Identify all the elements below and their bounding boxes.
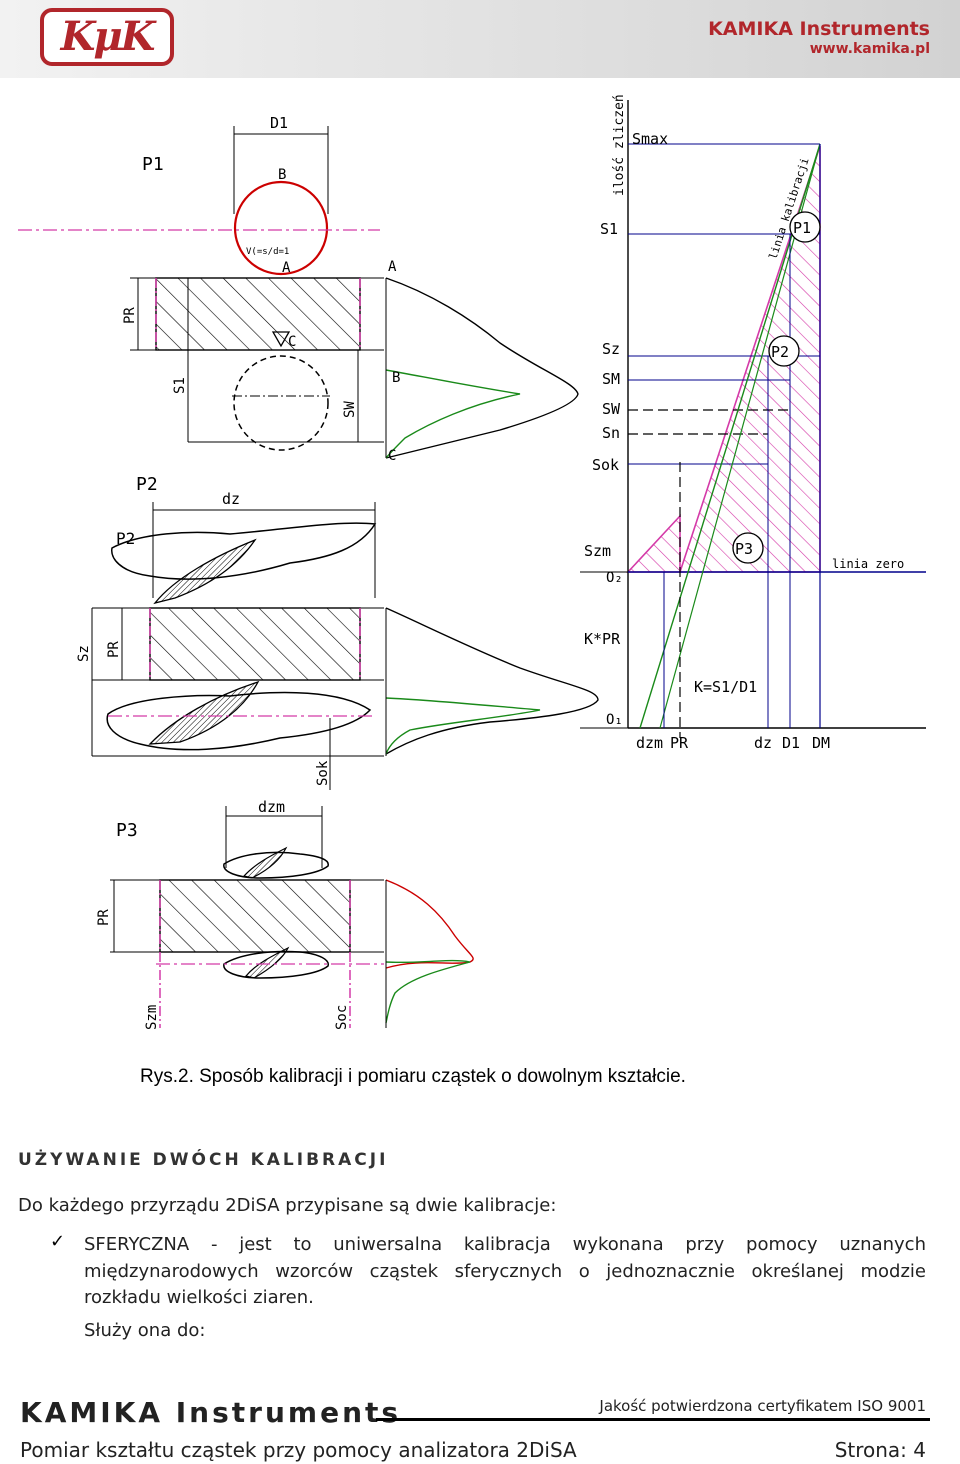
- graph-label-k: K=S1/D1: [694, 678, 757, 696]
- label-b: B: [392, 370, 400, 386]
- graph-x-pr: PR: [670, 734, 689, 752]
- label-p3: P3: [116, 820, 138, 841]
- label-c-circle: C: [288, 334, 296, 350]
- section-title: UŻYWANIE DWÓCH KALIBRACJI: [18, 1150, 389, 1170]
- label-szm: Szm: [144, 1005, 160, 1030]
- graph-label-szm: Szm: [584, 542, 611, 560]
- brand-block: KAMIKA Instruments www.kamika.pl: [708, 18, 930, 58]
- graph-label-kpr: K*PR: [584, 630, 621, 648]
- graph-label-sm: SM: [602, 370, 620, 388]
- label-ratio: V(=s/d=1: [246, 247, 289, 257]
- graph-label-s1: S1: [600, 220, 618, 238]
- label-b-top: B: [278, 167, 286, 183]
- footer-divider: [376, 1418, 930, 1421]
- serve-text: Służy ona do:: [84, 1320, 206, 1341]
- region-lower: [626, 513, 681, 573]
- label-d1: D1: [270, 114, 288, 132]
- graph-label-p2: P2: [771, 343, 789, 361]
- calibration-diagram: P1 D1 B V(=s/d=1 A C PR S1 SW A B C P: [18, 94, 926, 1030]
- graph-label-sw: SW: [602, 400, 621, 418]
- graph-label-o1: O₁: [606, 712, 623, 728]
- check-icon: ✓: [50, 1231, 66, 1252]
- panel-p2: P2 dz P2 Sz PR Sok: [76, 474, 599, 790]
- graph-x-dzm: dzm: [636, 734, 663, 752]
- label-p2-particle: P2: [116, 529, 135, 548]
- graph-x-dz: dz: [754, 734, 772, 752]
- label-dzm: dzm: [258, 798, 285, 816]
- label-s1: S1: [172, 377, 188, 394]
- footer-doc-title: Pomiar kształtu cząstek przy pomocy anal…: [20, 1438, 577, 1462]
- panel-p3: P3 dzm PR Szm Soc: [96, 798, 474, 1030]
- label-sw: SW: [342, 401, 358, 418]
- laser-beam-p1: [155, 277, 361, 351]
- graph-x-dm: DM: [812, 734, 830, 752]
- figure-caption: Rys.2. Sposób kalibracji i pomiaru cząst…: [140, 1066, 686, 1087]
- particle-sphere: [233, 180, 329, 276]
- particle-outline-top: [111, 522, 377, 580]
- graph-label-zero: linia zero: [832, 557, 904, 571]
- label-pr-1: PR: [122, 307, 138, 324]
- graph-label-sok: Sok: [592, 456, 619, 474]
- laser-beam-p2: [149, 607, 361, 681]
- label-p1: P1: [142, 154, 164, 175]
- graph-label-sn: Sn: [602, 424, 620, 442]
- label-a-circle: A: [282, 260, 291, 276]
- kuk-logo: KμK: [40, 8, 174, 66]
- bullet-item-spherical: ✓ SFERYCZNA - jest to uniwersalna kalibr…: [50, 1231, 926, 1312]
- laser-beam-p3: [159, 879, 351, 953]
- label-pr-2: PR: [106, 641, 122, 658]
- page-header: KμK KAMIKA Instruments www.kamika.pl: [0, 0, 960, 78]
- label-pr-3: PR: [96, 909, 112, 926]
- graph-label-sz: Sz: [602, 340, 620, 358]
- graph-label-smax: Smax: [632, 130, 668, 148]
- label-soc: Soc: [334, 1005, 350, 1030]
- graph-label-p3: P3: [735, 540, 753, 558]
- footer-page-number: Strona: 4: [834, 1438, 926, 1462]
- label-p2: P2: [136, 474, 158, 495]
- label-c: C: [388, 448, 396, 464]
- brand-name: KAMIKA Instruments: [708, 18, 930, 40]
- graph-label-p1: P1: [793, 219, 811, 237]
- graph-x-d1: D1: [782, 734, 800, 752]
- footer-brand: KAMIKA Instruments: [20, 1396, 402, 1429]
- label-a: A: [388, 259, 397, 275]
- label-sok: Sok: [315, 760, 331, 786]
- label-sz: Sz: [76, 645, 92, 662]
- calibration-graph: ilość zliczeń Smax S1 linia kalibracji P…: [580, 94, 926, 752]
- intro-paragraph: Do każdego przyrządu 2DiSA przypisane są…: [18, 1195, 557, 1216]
- bullet-text: SFERYCZNA - jest to uniwersalna kalibrac…: [84, 1234, 926, 1308]
- brand-url[interactable]: www.kamika.pl: [809, 41, 930, 57]
- label-dz: dz: [222, 490, 240, 508]
- panel-p1: P1 D1 B V(=s/d=1 A C PR S1 SW A B C: [18, 114, 579, 464]
- footer-certificate: Jakość potwierdzona certyfikatem ISO 900…: [599, 1397, 926, 1415]
- y-axis-label: ilość zliczeń: [612, 94, 627, 196]
- graph-label-o2: O₂: [606, 570, 623, 586]
